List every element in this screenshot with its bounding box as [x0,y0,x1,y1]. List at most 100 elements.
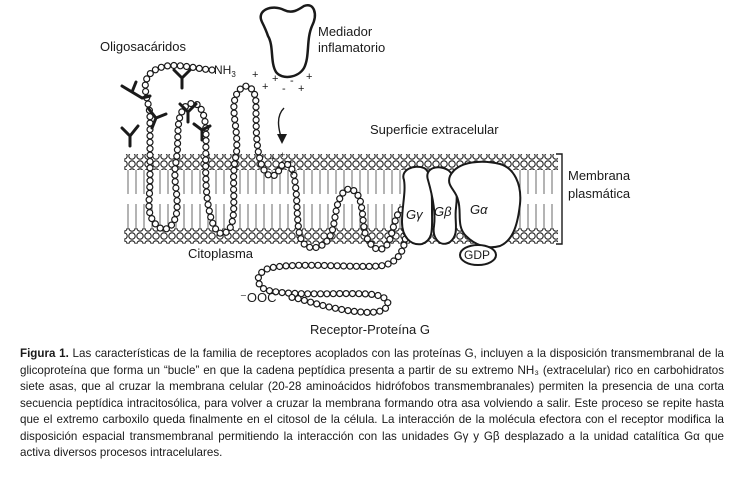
amino-acid-bead [176,62,184,70]
amino-acid-bead [301,261,309,269]
oligosaccharide-branch [120,80,152,100]
amino-acid-bead [374,291,382,300]
amino-acid-bead [201,117,209,126]
svg-text:-: - [290,75,294,87]
amino-acid-bead [333,262,341,270]
amino-acid-bead [148,215,156,223]
amino-acid-bead [361,290,369,298]
amino-acid-bead [252,109,260,118]
amino-acid-bead [145,196,153,204]
amino-acid-bead [170,61,178,70]
amino-acid-bead [350,307,358,315]
amino-acid-bead [333,201,342,209]
amino-acid-bead [338,305,346,314]
amino-acid-bead [344,307,352,315]
amino-acid-bead [359,262,367,270]
amino-acid-bead [336,195,344,203]
amino-acid-bead [383,241,391,249]
amino-acid-beads [141,61,411,316]
amino-acid-bead [233,141,241,149]
amino-acid-bead [202,149,210,158]
amino-acid-bead [162,225,170,233]
oligosaccharide-branch [146,106,168,130]
membrane-label-line2: plasmática [568,186,631,201]
svg-text:-: - [282,83,286,95]
amino-acid-bead [307,298,315,306]
amino-acid-bead [230,198,238,206]
amino-acid-bead [230,185,238,194]
amino-acid-bead [252,122,260,130]
amino-acid-bead [350,187,358,195]
amino-acid-bead [263,265,271,273]
amino-acid-bead [339,189,347,197]
amino-acid-bead [171,165,179,173]
mediator-shape [259,3,316,79]
amino-acid-bead [178,108,186,116]
amino-acid-bead [203,194,211,202]
amino-acid-bead [291,177,299,186]
amino-acid-bead [230,109,238,117]
amino-acid-bead [200,111,208,119]
amino-acid-bead [173,190,181,198]
amino-acid-bead [176,114,184,122]
amino-acid-bead [222,228,230,236]
amino-acid-bead [313,300,321,308]
amino-acid-bead [143,75,151,83]
amino-acid-bead [254,274,262,282]
peptide-chain [141,61,411,316]
binding-site-charges: + + + - + [270,150,295,178]
amino-acid-bead [365,262,373,270]
amino-acid-bead [325,303,333,311]
amino-acid-bead [326,232,334,240]
amino-acid-bead [256,154,264,162]
amino-acid-bead [356,197,364,205]
amino-acid-bead [336,290,344,298]
amino-acid-bead [146,132,154,140]
amino-acid-bead [376,307,384,315]
amino-acid-bead [260,166,268,174]
amino-acid-bead [359,216,367,224]
amino-acid-bead [172,158,180,167]
amino-acid-bead [288,165,296,173]
amino-acid-bead [202,181,210,190]
amino-acid-bead [202,175,210,183]
svg-text:+: + [288,158,293,168]
amino-acid-bead [232,128,240,136]
g-alpha-shape [448,160,522,249]
amino-acid-bead [146,209,154,217]
amino-acid-bead [207,213,215,221]
amino-acid-bead [304,290,312,298]
amino-acid-bead [202,156,210,164]
peptide-chain-path [145,66,406,313]
amino-acid-bead [297,235,305,243]
amino-acid-bead [172,184,180,192]
amino-acid-bead [146,69,154,78]
amino-acid-bead [372,262,380,270]
svg-text:+: + [280,150,285,160]
amino-acid-bead [202,162,210,170]
amino-acid-bead [278,289,286,297]
amino-acid-bead [157,63,165,71]
amino-acid-bead [316,290,325,298]
amino-acid-bead [230,160,239,168]
amino-acid-bead [306,243,314,251]
svg-text:+: + [306,71,312,83]
amino-acid-bead [197,105,205,114]
amino-acid-bead [204,201,212,209]
amino-acid-bead [288,293,296,301]
amino-acid-bead [202,143,210,151]
amino-acid-bead [202,65,210,73]
amino-acid-bead [358,210,367,218]
svg-text:+: + [272,73,278,85]
g-beta-label: Gβ [434,204,452,219]
amino-acid-bead [352,262,360,270]
amino-acid-bead [173,152,181,160]
amino-acid-bead [264,171,272,179]
svg-text:+: + [252,69,258,81]
amino-acid-bead [400,241,408,249]
amino-acid-bead [251,90,259,99]
amino-acid-bead [294,216,302,224]
amino-acid-bead [230,166,238,174]
amino-acid-bead [368,290,376,298]
g-protein-complex [400,160,522,266]
